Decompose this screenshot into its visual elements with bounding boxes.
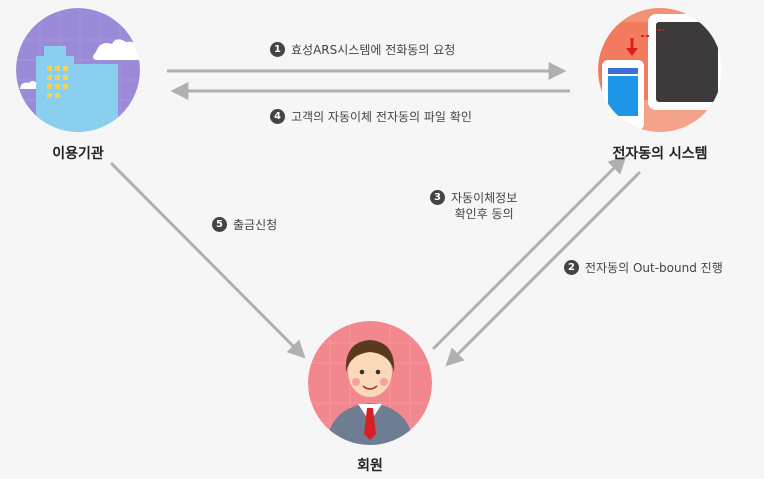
- system-label: 전자동의 시스템: [612, 146, 708, 162]
- step-1-text: 효성ARS시스템에 전화동의 요청: [291, 43, 456, 57]
- member-icon: [308, 321, 432, 445]
- step-5-number: 5: [212, 217, 227, 232]
- step-2-number: 2: [564, 260, 579, 275]
- step-5-label: 5 출금신청: [212, 217, 277, 233]
- arrow-consent: [431, 155, 627, 351]
- arrow-withdraw: [109, 161, 306, 359]
- step-4-text: 고객의 자동이체 전자동의 파일 확인: [291, 110, 472, 124]
- step-2-text: 전자동의 Out-bound 진행: [585, 261, 723, 275]
- member-label: 회원: [357, 458, 383, 474]
- step-3-line-1: 자동이체정보: [451, 191, 518, 205]
- step-2-label: 2 전자동의 Out-bound 진행: [564, 260, 723, 276]
- system-icon: [598, 8, 722, 132]
- institution-label: 이용기관: [52, 146, 104, 162]
- step-4-number: 4: [270, 109, 285, 124]
- step-1-label: 1 효성ARS시스템에 전화동의 요청: [270, 42, 455, 58]
- step-5-text: 출금신청: [233, 218, 278, 232]
- step-1-number: 1: [270, 42, 285, 57]
- step-3-number: 3: [430, 190, 445, 205]
- institution-icon: [16, 8, 140, 132]
- step-3-line-2: 확인후 동의: [454, 207, 514, 221]
- step-4-label: 4 고객의 자동이체 전자동의 파일 확인: [270, 109, 472, 125]
- arrow-outbound: [445, 170, 642, 367]
- step-3-label: 3 자동이체정보 확인후 동의: [430, 190, 517, 222]
